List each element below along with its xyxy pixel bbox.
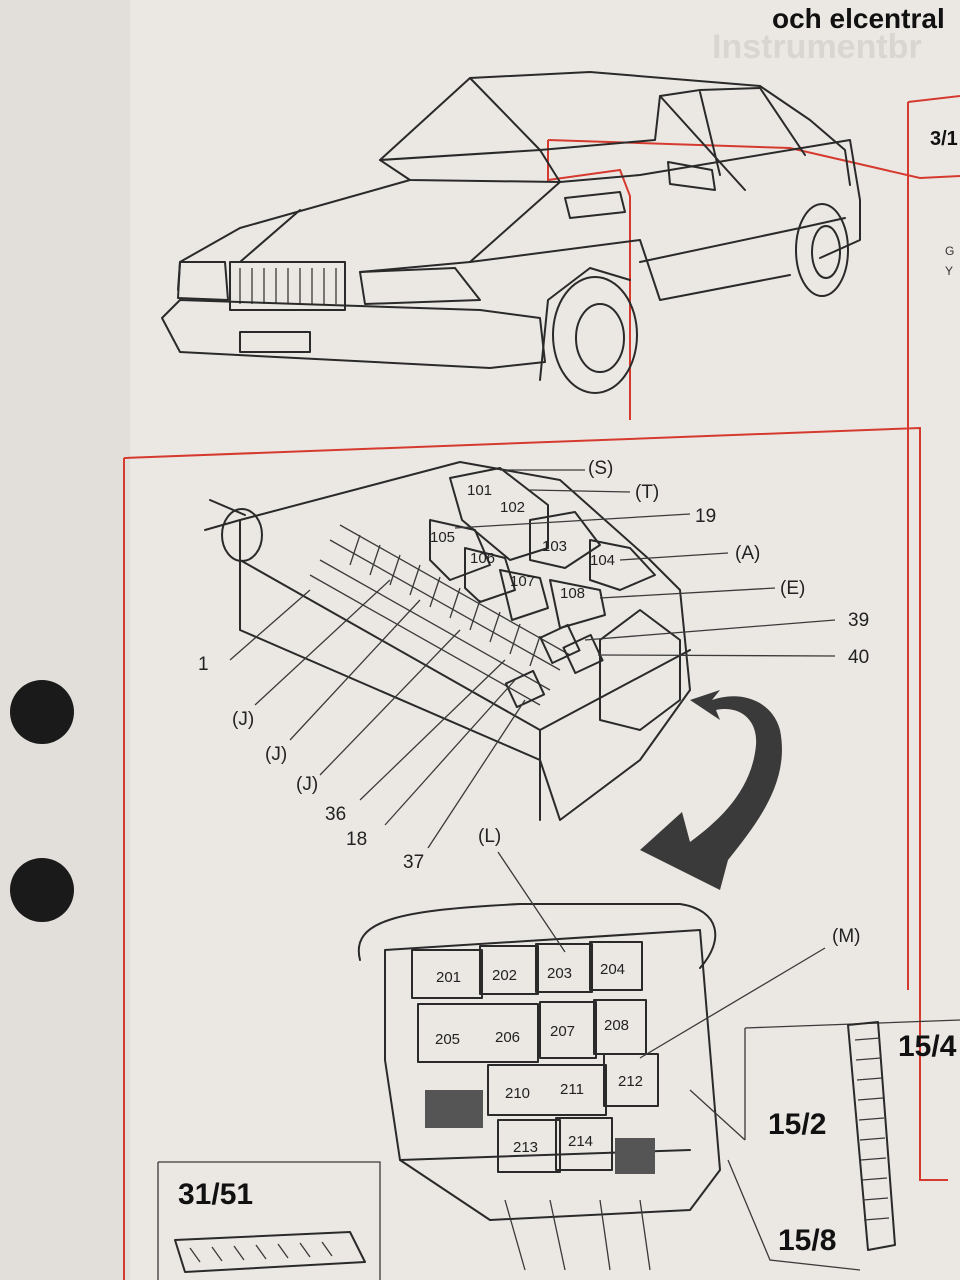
fuse-213: 213 <box>513 1139 538 1156</box>
side-letter-y: Y <box>945 264 953 278</box>
connector-15-8: 15/8 <box>778 1224 836 1257</box>
label-M: (M) <box>832 926 860 947</box>
fuse-103: 103 <box>542 538 567 555</box>
flip-arrow <box>640 690 782 890</box>
header-ghost-text: Instrumentbr <box>712 28 922 66</box>
label-J-2: (J) <box>265 744 287 765</box>
label-37: 37 <box>403 852 424 873</box>
label-J-3: (J) <box>296 774 318 795</box>
connector-31-51-plug <box>174 1231 366 1273</box>
label-A: (A) <box>735 543 760 564</box>
fuse-206: 206 <box>495 1029 520 1046</box>
label-36: 36 <box>325 804 346 825</box>
fuse-106: 106 <box>470 550 495 567</box>
fuse-203: 203 <box>547 965 572 982</box>
fuse-210: 210 <box>505 1085 530 1102</box>
fuse-204: 204 <box>600 961 625 978</box>
label-39: 39 <box>848 610 869 631</box>
fuse-102: 102 <box>500 499 525 516</box>
connector-15-2: 15/2 <box>768 1108 826 1141</box>
label-E: (E) <box>780 578 805 599</box>
label-T: (T) <box>635 482 659 503</box>
label-S: (S) <box>588 458 613 479</box>
label-40: 40 <box>848 647 869 668</box>
fuse-208: 208 <box>604 1017 629 1034</box>
binder-hole-bottom <box>10 858 74 922</box>
binder-hole-top <box>10 680 74 744</box>
label-J-1: (J) <box>232 709 254 730</box>
fuse-201: 201 <box>436 969 461 986</box>
label-L: (L) <box>478 826 501 847</box>
fuse-108: 108 <box>560 585 585 602</box>
fuse-104: 104 <box>590 552 615 569</box>
upper-unit-callouts <box>229 469 836 849</box>
side-letter-g: G <box>945 244 954 258</box>
fuse-202: 202 <box>492 967 517 984</box>
fuse-214: 214 <box>568 1133 593 1150</box>
fuse-212: 212 <box>618 1073 643 1090</box>
fuse-strip <box>309 524 571 706</box>
lower-fuse-box <box>357 903 721 1271</box>
fuse-105: 105 <box>430 529 455 546</box>
fuse-211: 211 <box>560 1081 584 1098</box>
connector-31-51: 31/51 <box>178 1178 253 1211</box>
connector-strip <box>847 1021 896 1251</box>
fuse-207: 207 <box>550 1023 575 1040</box>
ref-fragment: 3/1 <box>930 128 958 150</box>
header-title-fragment: och elcentral <box>772 3 945 34</box>
connector-15-4: 15/4 <box>898 1030 957 1063</box>
car-illustration <box>161 71 861 394</box>
fuse-205: 205 <box>435 1031 460 1048</box>
label-19: 19 <box>695 506 716 527</box>
central-electric-unit: 101 102 103 104 105 106 107 108 <box>204 461 691 821</box>
fuse-101: 101 <box>467 482 492 499</box>
label-18: 18 <box>346 829 367 850</box>
fuse-107: 107 <box>510 573 535 590</box>
label-1: 1 <box>198 654 209 675</box>
